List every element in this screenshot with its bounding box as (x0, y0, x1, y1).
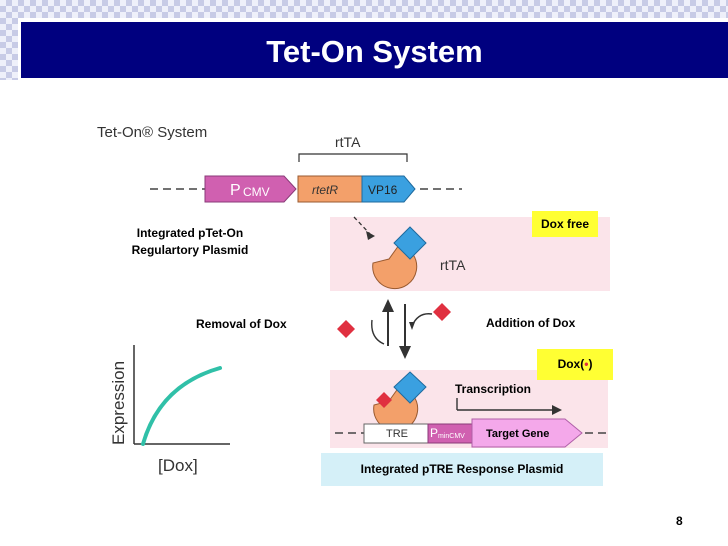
addition-of-dox-label: Addition of Dox (486, 316, 576, 330)
target-gene-label: Target Gene (486, 428, 549, 440)
addition-curve-arrow (411, 313, 433, 327)
graph-ylabel: Expression (109, 361, 128, 445)
title-bar (21, 22, 728, 78)
page-number: 8 (676, 514, 683, 528)
response-plasmid-label: Integrated pTRE Response Plasmid (321, 453, 603, 486)
graph-curve (141, 366, 222, 446)
vp16-label: VP16 (368, 183, 398, 197)
dox-plus-prefix: Dox( (557, 357, 585, 371)
header-checker-pattern (0, 0, 728, 18)
removal-curve-arrow (371, 319, 385, 345)
pcmv-label: CMV (243, 185, 270, 199)
expression-arrowhead (366, 231, 375, 240)
expression-arrow (353, 216, 371, 235)
transcription-arrowhead (552, 405, 562, 415)
addition-curve-arrowhead (409, 322, 415, 330)
removal-of-dox-label: Removal of Dox (196, 317, 287, 331)
pcmv-promoter-arrow (204, 175, 297, 203)
dox-plus-dot: • (584, 357, 589, 371)
bound-dox-molecule (376, 392, 392, 408)
dox-molecule-right (433, 303, 451, 321)
dox-free-badge: Dox free (532, 211, 598, 237)
graph-xlabel: [Dox] (158, 456, 198, 475)
transcription-label: Transcription (455, 382, 532, 396)
up-arrowhead (382, 299, 394, 312)
rtta-bracket (298, 153, 408, 162)
rtta-protein-label: rtTA (440, 257, 466, 273)
left-checker-pattern (0, 0, 18, 80)
dox-molecule-left (337, 320, 355, 338)
minicmv-label: minCMV (438, 433, 465, 440)
rtetr-label: rtetR (312, 183, 338, 197)
down-arrowhead (399, 346, 411, 359)
target-gene-arrow (471, 418, 583, 448)
slide-title: Tet-On System (266, 34, 483, 69)
pcmv-prefix: P (230, 182, 241, 199)
minicmv-prefix: P (430, 426, 438, 440)
integrated-ptet-on-label: Integrated pTet-On Regulartory Plasmid (131, 226, 249, 257)
dox-plus-badge: Dox(•) (537, 349, 613, 380)
dox-plus-suffix: ) (588, 357, 593, 371)
vp16-segment (361, 175, 416, 203)
rtta-vp16-domain (393, 226, 427, 260)
system-label: Tet-On® System (97, 124, 207, 141)
rtta-bracket-label: rtTA (335, 134, 361, 150)
tre-label: TRE (386, 428, 408, 440)
bound-rtta-vp16-domain (393, 371, 427, 404)
